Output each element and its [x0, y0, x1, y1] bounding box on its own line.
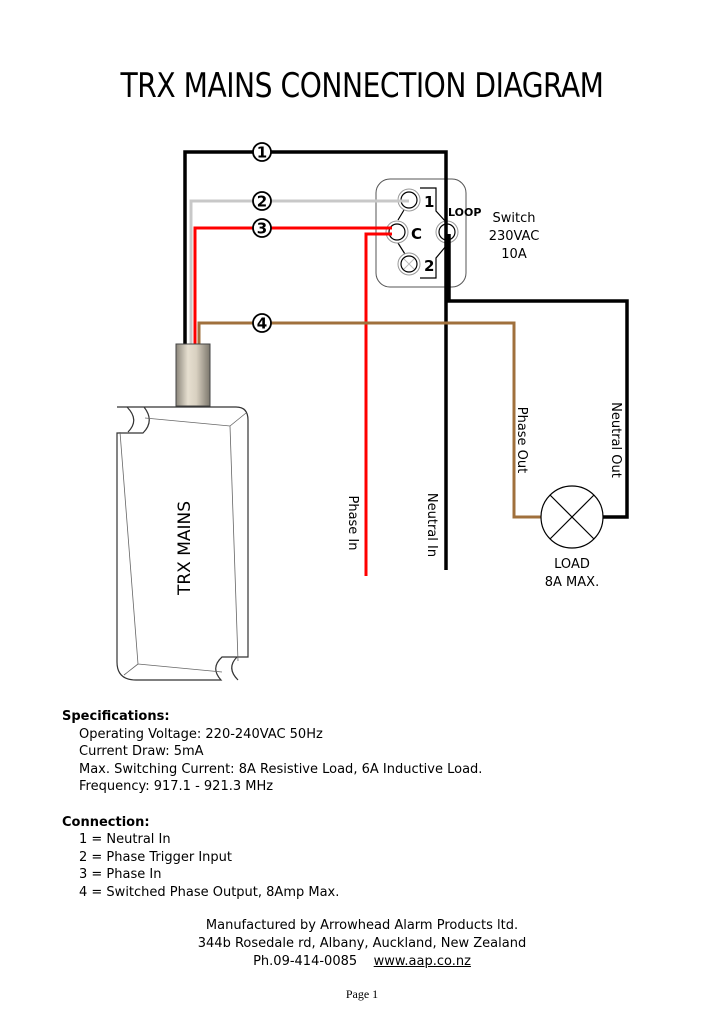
svg-text:4: 4 — [257, 315, 267, 333]
spec-item: Frequency: 917.1 - 921.3 MHz — [79, 779, 274, 794]
wire-number-3: 3 — [252, 218, 272, 238]
load-lamp-icon — [540, 485, 604, 549]
switch-label-line-2: 230VAC — [489, 229, 540, 244]
manufacturer-footer: Manufactured by Arrowhead Alarm Products… — [0, 917, 724, 971]
wire-phase-in-feed — [364, 232, 392, 576]
device-label: TRX MAINS — [175, 501, 195, 596]
svg-text:3: 3 — [257, 220, 267, 238]
switch-label-line-3: 10A — [501, 247, 527, 262]
footer-line-2: 344b Rosedale rd, Albany, Auckland, New … — [197, 936, 527, 951]
website-link[interactable]: www.aap.co.nz — [373, 954, 471, 969]
wire-number-2: 2 — [252, 191, 272, 211]
specs-section: Specifications: Operating Voltage: 220-2… — [62, 708, 482, 901]
wire-loop-neutral-out — [447, 234, 629, 519]
load-label-line-2: 8A MAX. — [545, 575, 599, 590]
page-title: TRX MAINS CONNECTION DIAGRAM — [120, 66, 604, 106]
wire-4-switched-phase — [197, 321, 541, 519]
connection-item: 4 = Switched Phase Output, 8Amp Max. — [79, 884, 340, 900]
svg-text:2: 2 — [257, 193, 267, 211]
label-neutral-in: Neutral In — [424, 493, 439, 557]
switch-outline — [397, 187, 447, 279]
terminal-2 — [397, 252, 421, 276]
svg-text:1: 1 — [257, 144, 267, 162]
connection-item: 1 = Neutral In — [79, 832, 171, 847]
terminal-2-label: 2 — [424, 257, 434, 275]
label-phase-out: Phase Out — [514, 407, 529, 474]
wire-3-phase-in — [193, 226, 392, 346]
terminal-c — [385, 220, 409, 244]
cable-gland — [175, 343, 211, 407]
wire-number-4: 4 — [252, 313, 272, 333]
connection-heading: Connection: — [62, 814, 150, 830]
footer-phone: Ph.09-414-0085 — [253, 954, 358, 969]
wire-1-neutral-in — [183, 150, 448, 570]
wiring-diagram: 1 C 2 LOOP Switch 230VAC 10A 1 2 3 4 TRX… — [116, 142, 629, 681]
footer-line-1: Manufactured by Arrowhead Alarm Products… — [205, 918, 519, 933]
label-phase-in: Phase In — [345, 495, 360, 550]
load-label-line-1: LOAD — [554, 557, 590, 572]
terminal-c-label: C — [411, 225, 422, 243]
page-number: Page 1 — [345, 987, 379, 1001]
connection-item: 2 = Phase Trigger Input — [79, 849, 233, 865]
switch-label-line-1: Switch — [493, 211, 536, 226]
spec-item: Current Draw: 5mA — [79, 744, 204, 759]
wire-2-phase-trigger — [189, 199, 409, 346]
spec-item: Operating Voltage: 220-240VAC 50Hz — [79, 726, 323, 742]
label-neutral-out: Neutral Out — [608, 402, 623, 478]
trx-mains-device: TRX MAINS — [116, 406, 249, 681]
loop-label: LOOP — [448, 206, 481, 219]
footer-line-3: Ph.09-414-0085 www.aap.co.nz — [0, 953, 724, 971]
spec-item: Max. Switching Current: 8A Resistive Loa… — [79, 761, 483, 777]
terminal-1-label: 1 — [424, 193, 434, 211]
connection-item: 3 = Phase In — [79, 867, 162, 882]
specifications-heading: Specifications: — [62, 709, 170, 724]
wire-number-1: 1 — [252, 142, 272, 162]
terminal-1 — [397, 188, 421, 212]
